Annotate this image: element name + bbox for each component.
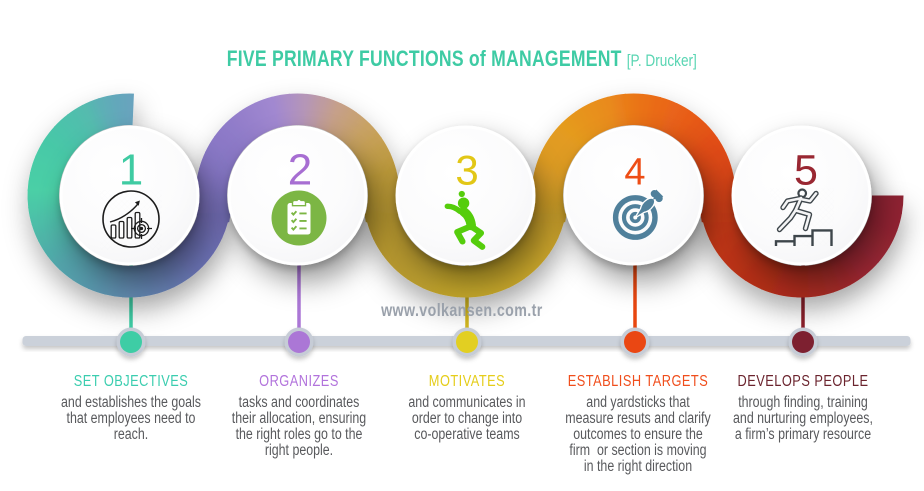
svg-text:1: 1 bbox=[119, 146, 143, 195]
svg-text:5: 5 bbox=[794, 147, 818, 195]
svg-text:4: 4 bbox=[624, 152, 645, 194]
svg-text:2: 2 bbox=[288, 146, 312, 195]
svg-text:3: 3 bbox=[455, 147, 478, 194]
